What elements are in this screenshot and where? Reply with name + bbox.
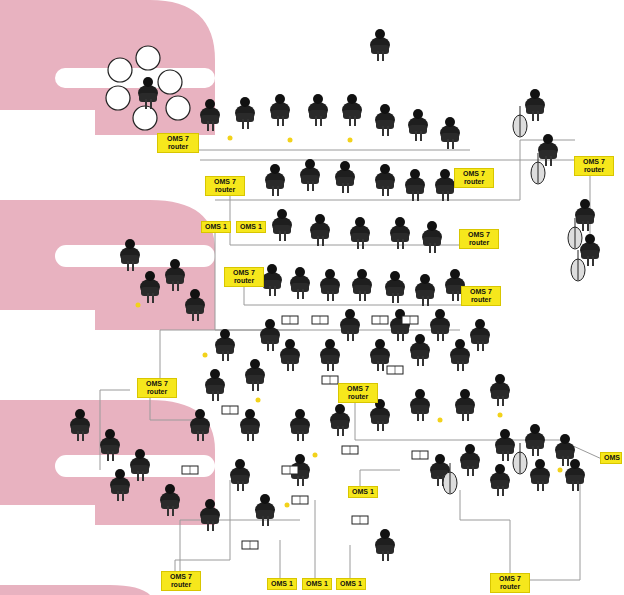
device-box: OMS 7 router [574, 156, 614, 176]
device-box: OMS 7 router [161, 571, 201, 591]
device-label: OMS 7 router [342, 385, 374, 401]
device-label: OMS 7 router [463, 231, 495, 247]
device-box: OMS 7 router [459, 229, 499, 249]
network-wire [100, 140, 604, 590]
timpani [106, 46, 190, 130]
device-label: OMS 7 router [228, 269, 260, 285]
device-label: OMS 7 router [494, 575, 526, 591]
device-box: OMS 1 [236, 221, 266, 233]
device-box: OMS 7 router [224, 267, 264, 287]
device-label: OMS 1 [352, 488, 374, 496]
device-box: OMS 1 [348, 486, 378, 498]
device-label: OMS 7 router [578, 158, 610, 174]
device-box: OMS 1 [302, 578, 332, 590]
device-box: OMS 7 router [490, 573, 530, 593]
bass-instrument [443, 106, 585, 494]
device-box: OMS 7 router [454, 168, 494, 188]
device-label: OMS 1 [306, 580, 328, 588]
device-box: OMS 7 router [137, 378, 177, 398]
music-stand [182, 316, 428, 549]
device-label: OMS 7 router [161, 135, 195, 151]
watermark-letter [0, 0, 215, 595]
device-label: OMS 1 [271, 580, 293, 588]
device-label: OMS 1 [240, 223, 262, 231]
device-label: OMS 7 router [141, 380, 173, 396]
device-box: OMS 7 router [338, 383, 378, 403]
device-label: OMS 1 [205, 223, 227, 231]
device-box: OMS 7 router [461, 286, 501, 306]
device-box: OMS [600, 452, 622, 464]
device-label: OMS 7 router [209, 178, 241, 194]
device-label: OMS [604, 454, 618, 462]
device-label: OMS 7 router [165, 573, 197, 589]
device-label: OMS 1 [340, 580, 362, 588]
connection-dot [136, 136, 563, 508]
device-box: OMS 7 router [205, 176, 245, 196]
musician [70, 29, 600, 561]
device-label: OMS 7 router [465, 288, 497, 304]
device-box: OMS 1 [267, 578, 297, 590]
device-box: OMS 7 router [157, 133, 199, 153]
device-label: OMS 7 router [458, 170, 490, 186]
device-box: OMS 1 [336, 578, 366, 590]
device-box: OMS 1 [201, 221, 231, 233]
